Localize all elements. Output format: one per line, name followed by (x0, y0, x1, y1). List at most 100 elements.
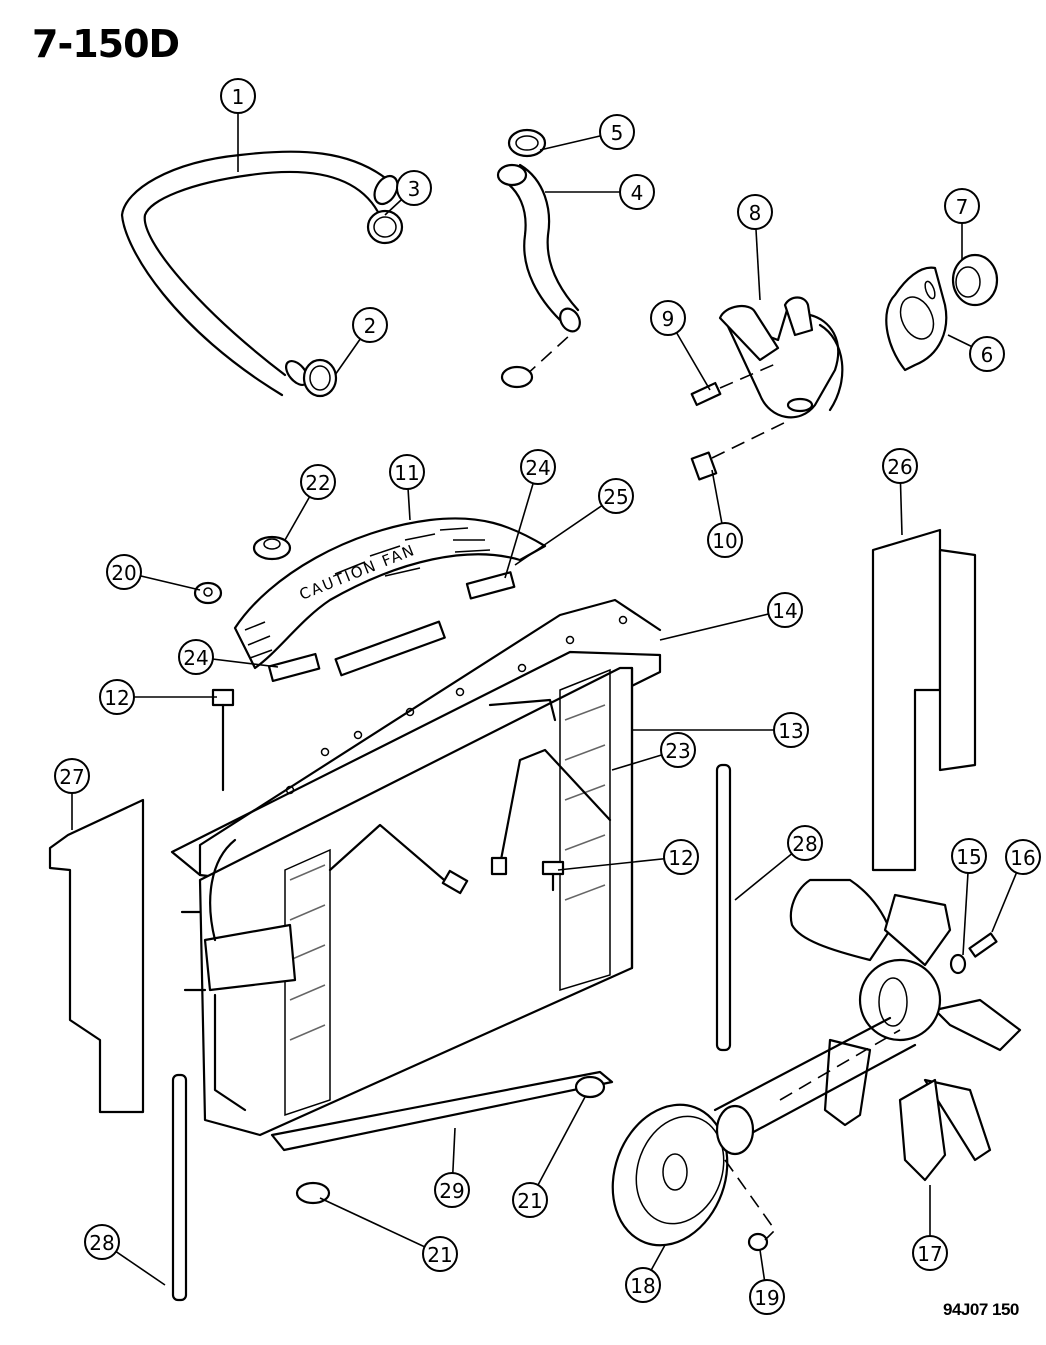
callout-circle-fan-pulley (625, 1267, 661, 1303)
callout-number-insulator-right: 21 (517, 1189, 542, 1213)
callout-number-upper-hose: 1 (232, 85, 245, 109)
callout-circle-hose-clamp-top (599, 114, 635, 150)
callout-number-hose-clamp-lower-left: 2 (364, 314, 377, 338)
callout-number-bypass-hose: 4 (631, 181, 644, 205)
callout-number-insulator: 21 (427, 1243, 452, 1267)
callout-circle-washer (951, 838, 987, 874)
callout-circle-thermostat-housing (737, 194, 773, 230)
leader-line-insulator (319, 1197, 441, 1255)
callout-circle-lower-seal (434, 1172, 470, 1208)
callout-number-lower-seal: 29 (439, 1179, 464, 1203)
callout-circle-radiator-cap (300, 464, 336, 500)
callout-number-fan-pulley: 18 (630, 1274, 655, 1298)
callout-number-seal-strip-left: 28 (89, 1231, 114, 1255)
callout-circle-bolt (99, 679, 135, 715)
leader-line-upper-support (659, 609, 786, 641)
callout-circle-bolt-right (663, 839, 699, 875)
gasket-drawing (885, 266, 948, 372)
leader-line-insulator-right (529, 1096, 586, 1201)
callout-number-air-seal-left: 27 (59, 765, 84, 789)
seal-strip-right-drawing (715, 763, 732, 1052)
bolt-12-right-drawing (541, 860, 565, 892)
clamp-3-drawing (366, 209, 404, 245)
bracket-drawing (328, 698, 612, 895)
callout-number-radiator: 13 (778, 719, 803, 743)
thermostat-drawing (951, 253, 999, 307)
callout-circle-fan-bolt (1005, 839, 1041, 875)
callout-number-bolt: 12 (104, 686, 129, 710)
callout-circle-fan-blade (912, 1235, 948, 1271)
grommet-drawing (193, 581, 223, 605)
lower-seal-drawing (270, 1070, 614, 1152)
bolt-12-top-drawing (211, 688, 235, 792)
callout-circle-upper-hose (220, 78, 256, 114)
callout-number-air-seal-right: 26 (887, 455, 912, 479)
callout-number-upper-support: 14 (772, 599, 797, 623)
callout-number-radiator-cap: 22 (305, 471, 330, 495)
callout-circle-housing-bolt (650, 300, 686, 336)
callout-number-hose-clamp-top: 5 (611, 121, 624, 145)
washer-bolt-drawing (949, 932, 998, 975)
upper-hose-drawing (120, 150, 399, 397)
callout-circle-nut (749, 1279, 785, 1315)
bolt-9-drawing (690, 361, 781, 407)
air-seal-right-drawing (871, 528, 977, 872)
callout-circle-upper-support (767, 592, 803, 628)
callout-number-seal-right: 24 (183, 646, 208, 670)
callout-circle-grommet (106, 554, 142, 590)
callout-circle-hose-clamp-upper (396, 170, 432, 206)
callout-circle-hose-clamp-lower-left (352, 307, 388, 343)
callout-circle-seal-right (178, 639, 214, 675)
callout-circle-seal-strip-right (787, 825, 823, 861)
callout-circle-seal-center (598, 478, 634, 514)
bolt-10-drawing (690, 419, 791, 481)
callout-number-washer: 15 (956, 845, 981, 869)
drawing-code: 94J07 150 (943, 1300, 1019, 1319)
fan-pulley-drawing (611, 1016, 917, 1247)
callout-number-fan-shroud: 11 (394, 461, 419, 485)
callout-circle-thermostat-gasket (969, 336, 1005, 372)
callout-number-thermostat-gasket: 6 (981, 343, 994, 367)
callout-number-seal-left: 24 (525, 456, 550, 480)
bypass-hose-drawing (496, 128, 581, 389)
callout-number-housing-bolt: 9 (662, 307, 675, 331)
callout-number-fan-bolt: 16 (1010, 846, 1035, 870)
callout-circle-seal-left (520, 449, 556, 485)
leader-line-bolt-right (557, 856, 682, 871)
callout-circle-fan-shroud (389, 454, 425, 490)
figure-number: 7-150D (32, 22, 180, 66)
callout-circle-radiator (773, 712, 809, 748)
callout-number-bolt-right: 12 (668, 846, 693, 870)
callout-circle-insulator (422, 1236, 458, 1272)
nut-19-drawing (724, 1159, 777, 1252)
leader-line-seal-center (514, 495, 617, 566)
callout-circle-housing-bolt-lower (707, 522, 743, 558)
callout-number-hose-clamp-upper: 3 (408, 177, 421, 201)
callout-circle-air-seal-right (882, 448, 918, 484)
callout-number-thermostat-housing: 8 (749, 201, 762, 225)
fan-blade-drawing (789, 878, 1022, 1182)
callout-circle-bracket (660, 732, 696, 768)
callout-number-housing-bolt-lower: 10 (712, 529, 737, 553)
leader-line-seal-left (504, 466, 539, 579)
callout-circle-insulator-right (512, 1182, 548, 1218)
air-seal-left-drawing (48, 798, 145, 1114)
callout-circle-bypass-hose (619, 174, 655, 210)
radiator-drawing (180, 666, 634, 1137)
radiator-cap-drawing (252, 535, 292, 561)
seal-strip-left-drawing (171, 1073, 188, 1302)
callout-number-fan-blade: 17 (917, 1242, 942, 1266)
clamp-2-drawing (302, 358, 338, 398)
seal-24-left-drawing (267, 652, 321, 683)
callout-number-thermostat: 7 (956, 195, 969, 219)
callout-number-grommet: 20 (111, 561, 136, 585)
callout-number-seal-strip-right: 28 (792, 832, 817, 856)
callout-number-seal-center: 25 (603, 485, 628, 509)
callout-number-nut: 19 (754, 1286, 779, 1310)
seal-25-drawing (334, 620, 446, 677)
callout-circle-thermostat (944, 188, 980, 224)
thermostat-housing-drawing (718, 296, 844, 419)
callout-number-bracket: 23 (665, 739, 690, 763)
callout-circle-air-seal-left (54, 758, 90, 794)
